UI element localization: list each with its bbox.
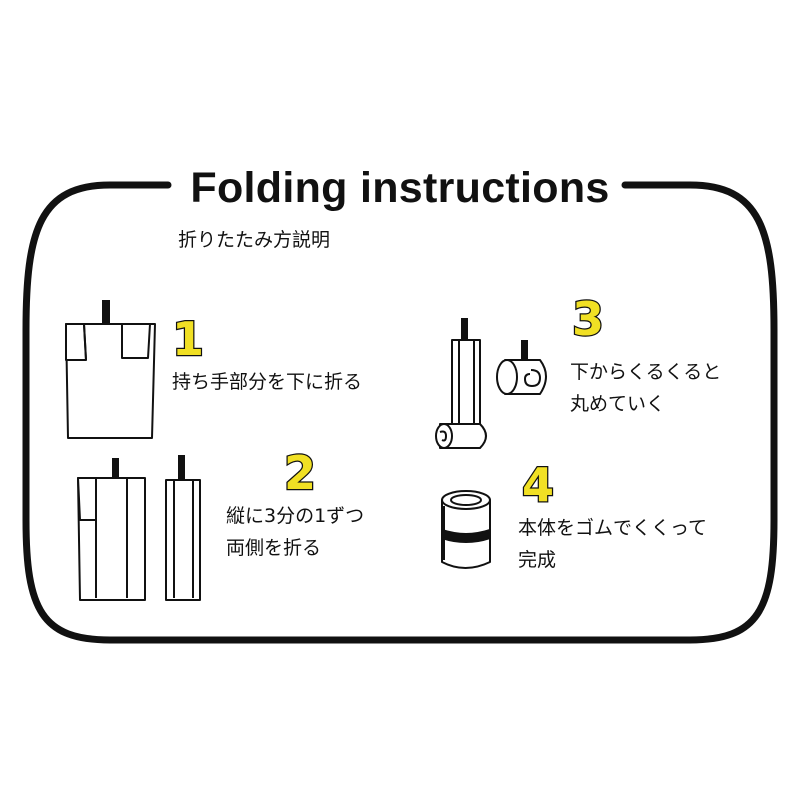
page-subtitle: 折りたたみ方説明 <box>178 229 331 251</box>
step-1-line-1: 持ち手部分を下に折る <box>172 371 363 393</box>
step-3-number: 3 <box>571 292 606 346</box>
step-1-description: 持ち手部分を下に折る <box>172 366 362 398</box>
step-2-line-2: 両側を折る <box>226 537 322 559</box>
step-2-line-1: 縦に3分の1ずつ <box>226 505 365 527</box>
step-2-number: 2 <box>283 446 318 500</box>
step-3-line-1: 下からくるくると <box>570 361 722 383</box>
step-1-number: 1 <box>171 312 206 366</box>
step-3-description: 下からくるくると 丸めていく <box>570 356 721 420</box>
page-title: Folding instructions <box>190 164 610 212</box>
step-4-line-2: 完成 <box>518 549 557 571</box>
step-2-description: 縦に3分の1ずつ 両側を折る <box>226 500 364 564</box>
step-3-line-2: 丸めていく <box>570 393 666 415</box>
step-4-number: 4 <box>521 458 556 512</box>
step-4-description: 本体をゴムでくくって 完成 <box>518 512 707 576</box>
step-4-line-1: 本体をゴムでくくって <box>518 517 708 539</box>
